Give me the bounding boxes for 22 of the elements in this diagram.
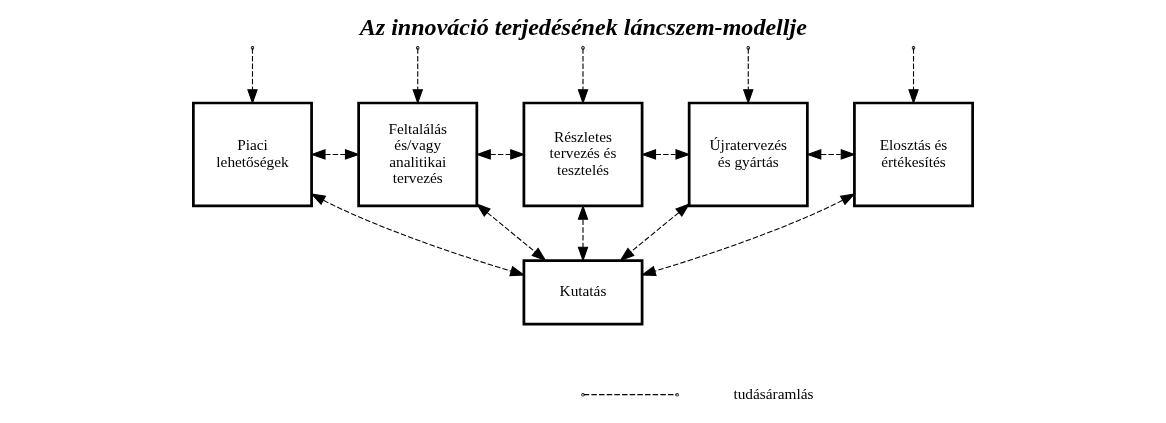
arrow — [908, 47, 919, 105]
arrow — [247, 47, 258, 105]
arrow — [475, 203, 547, 262]
arrow — [577, 47, 589, 105]
arrow — [577, 204, 589, 263]
arrow — [640, 149, 691, 160]
arrow — [310, 193, 526, 277]
arrow — [619, 203, 691, 262]
node-box: Újratervezés és gyártás — [687, 101, 809, 208]
arrow — [412, 47, 424, 105]
arrow — [806, 149, 857, 160]
legend-label: tudásáramlás — [733, 384, 814, 402]
node-box: Feltalálás és/vagy analitikai tervezés — [357, 101, 479, 208]
node-box: Elosztás és értékesítés — [853, 101, 974, 208]
node-box: Piaci lehetőségek — [192, 101, 313, 208]
arrow — [475, 149, 526, 160]
arrow — [742, 47, 754, 105]
arrow — [640, 193, 856, 277]
diagram-title: Az innováció terjedésének láncszem-modellje — [359, 14, 807, 41]
node-box: Kutatás — [522, 259, 644, 326]
node-box: Részletes tervezés és tesztelés — [522, 101, 644, 208]
arrow — [310, 149, 361, 160]
